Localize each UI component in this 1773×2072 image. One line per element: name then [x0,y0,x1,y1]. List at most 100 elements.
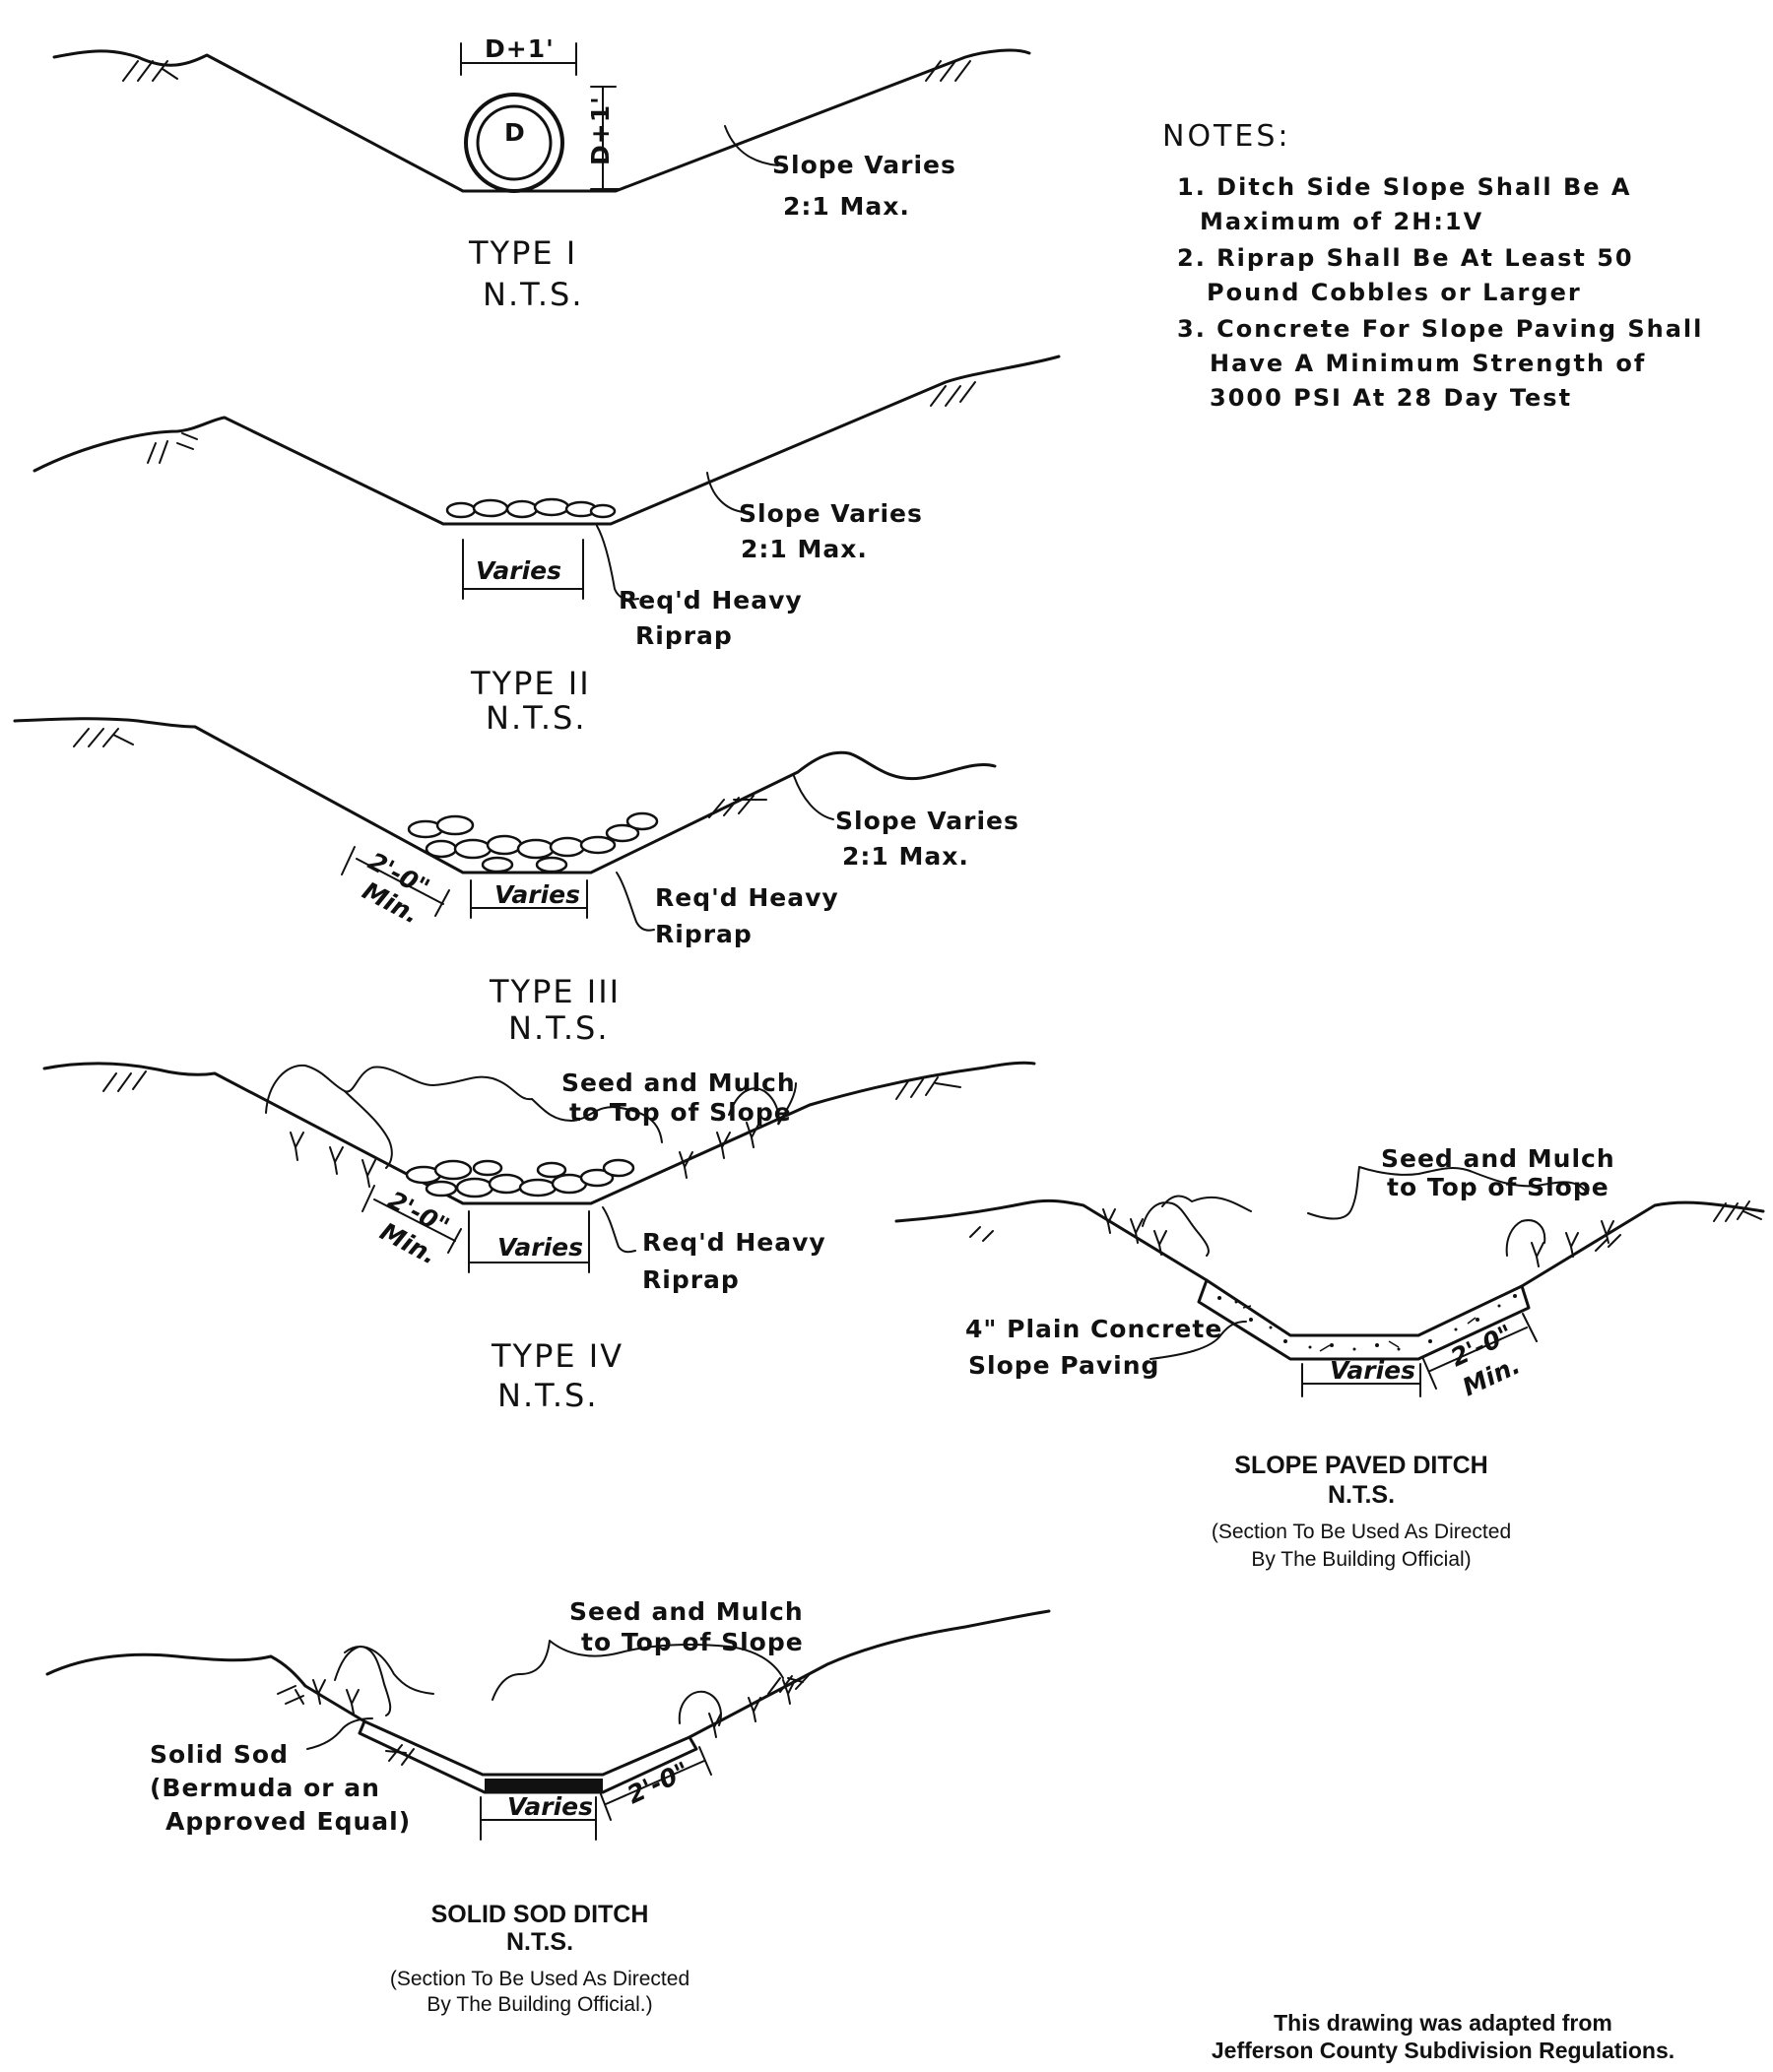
type-3-riprap-text-1: Req'd Heavy [655,883,839,912]
pipe-inner [476,104,553,181]
type-1-width-label: D+1' [485,34,555,63]
solid-sod-width-label: Varies [507,1792,593,1821]
type-3-riprap [407,811,659,874]
slope-paved-seed-blob [1142,1166,1589,1257]
credit-block: This drawing was adapted from Jefferson … [1212,2010,1674,2063]
solid-sod-remark-2: By The Building Official.) [427,1993,652,2016]
note-3a: 3. Concrete For Slope Paving Shall [1177,315,1703,343]
type-4-width-dimension [468,1210,590,1273]
type-2-section: Varies Slope Varies 2:1 Max. Req'd Heavy… [33,355,1061,737]
note-1a: 1. Ditch Side Slope Shall Be A [1177,173,1631,201]
type-2-riprap-leader [596,525,639,601]
solid-sod-scale: N.T.S. [506,1928,573,1956]
type-1-hatching [122,60,971,82]
solid-sod-sod-fill [485,1779,603,1792]
solid-sod-width-dimension [480,1796,597,1841]
slope-paved-hatching [969,1200,1762,1252]
solid-sod-sod-leader [306,1717,373,1750]
type-3-riprap-text-2: Riprap [655,920,753,948]
type-2-slope-leader [706,472,745,513]
note-2a: 2. Riprap Shall Be At Least 50 [1177,244,1634,272]
type-1-section: D D+1' D+1' Slope Varies 2:1 Max. TYPE I… [52,34,1031,313]
solid-sod-title: SOLID SOD DITCH [431,1901,649,1928]
pipe-diameter-label: D [504,118,526,147]
solid-sod-seed-text-2: to Top of Slope [581,1628,804,1656]
type-2-slope-text-1: Slope Varies [739,499,923,528]
credit-line-1: This drawing was adapted from [1274,2010,1612,2036]
slope-paved-remark-2: By The Building Official) [1251,1548,1471,1571]
solid-sod-sod-text-2: (Bermuda or an [150,1774,380,1802]
type-2-width-label: Varies [476,556,561,585]
type-3-ground-line [13,717,997,874]
note-2b: Pound Cobbles or Larger [1207,279,1582,306]
slope-paved-width-dimension [1301,1363,1421,1397]
type-4-extent-dimension [361,1185,462,1254]
note-1b: Maximum of 2H:1V [1200,208,1483,235]
type-3-extent-dimension [341,846,450,917]
slope-paved-concrete-outline [1197,1278,1531,1361]
type-4-ground-line [42,1061,1036,1205]
type-2-riprap [445,497,617,519]
type-4-scale: N.T.S. [497,1377,599,1414]
slope-paved-extent-dimension [1422,1313,1538,1390]
note-3b: Have A Minimum Strength of [1210,350,1646,377]
type-4-riprap-text-2: Riprap [642,1265,740,1294]
solid-sod-seed-text-1: Seed and Mulch [569,1597,804,1626]
slope-paved-seed-text-2: to Top of Slope [1387,1173,1609,1201]
type-3-slope-text-2: 2:1 Max. [842,842,969,871]
type-4-seed-right-blob [531,1082,797,1143]
type-2-slope-text-2: 2:1 Max. [741,535,868,563]
type-3-slope-leader [793,775,834,820]
type-4-seed-text-2: to Top of Slope [569,1098,792,1127]
slope-paved-grass-marks [1102,1208,1614,1267]
slope-paved-width-label: Varies [1330,1356,1415,1385]
type-4-grass-marks [290,1122,760,1188]
solid-sod-section: Seed and Mulch to Top of Slope Solid Sod… [45,1597,1051,2016]
type-2-riprap-text-1: Req'd Heavy [619,586,803,615]
solid-sod-extent-label: 2'-0" [623,1756,693,1809]
type-3-scale: N.T.S. [508,1009,610,1047]
solid-sod-hatching [277,1673,811,1766]
type-2-riprap-text-2: Riprap [635,621,733,650]
slope-paved-ground-line [894,1198,1765,1337]
type-2-ground-line [33,355,1061,526]
type-1-height-label: D+1' [586,96,615,165]
slope-paved-remark-1: (Section To Be Used As Directed [1212,1521,1511,1543]
type-4-riprap [405,1158,635,1198]
slope-paved-concrete-text-1: 4" Plain Concrete [965,1315,1222,1343]
type-3-title: TYPE III [489,973,621,1010]
type-3-slope-text-1: Slope Varies [835,807,1019,835]
type-4-seed-left-drop [344,1090,393,1169]
note-3c: 3000 PSI At 28 Day Test [1210,384,1572,412]
type-3-width-label: Varies [494,880,580,909]
type-3-width-dimension [470,879,588,919]
type-1-slope-text-2: 2:1 Max. [783,192,910,221]
type-1-width-dimension [460,42,577,76]
type-1-height-dimension [590,86,622,190]
type-4-hatching [102,1070,961,1100]
type-4-width-label: Varies [497,1233,583,1262]
type-1-ground-line [52,48,1031,193]
type-3-hatching [73,728,767,818]
type-3-riprap-leader [616,872,655,932]
type-4-title: TYPE IV [491,1337,624,1375]
type-4-section: 2'-0" Min. Varies Seed and Mulch to Top … [42,1061,1036,1414]
type-2-title: TYPE II [470,665,591,702]
solid-sod-remark-1: (Section To Be Used As Directed [390,1968,690,1990]
pipe-outer [464,93,564,193]
type-1-slope-text-1: Slope Varies [772,151,956,179]
solid-sod-seed-left-blob [334,1645,434,1716]
type-2-scale: N.T.S. [486,699,587,737]
type-2-width-dimension [462,539,584,600]
notes-block: NOTES: 1. Ditch Side Slope Shall Be A Ma… [1162,119,1703,412]
slope-paved-section: Seed and Mulch to Top of Slope 4" Plain … [894,1144,1765,1571]
type-4-seed-text-1: Seed and Mulch [561,1068,796,1097]
solid-sod-ground-line [45,1609,1051,1777]
type-2-hatching [147,381,976,464]
solid-sod-sod-text-3: Approved Equal) [165,1807,411,1836]
solid-sod-extent-dimension [600,1746,712,1821]
slope-paved-concrete-stipple [1217,1294,1517,1352]
slope-paved-concrete-leader [1149,1321,1247,1360]
type-4-seed-left-blob [265,1064,533,1114]
